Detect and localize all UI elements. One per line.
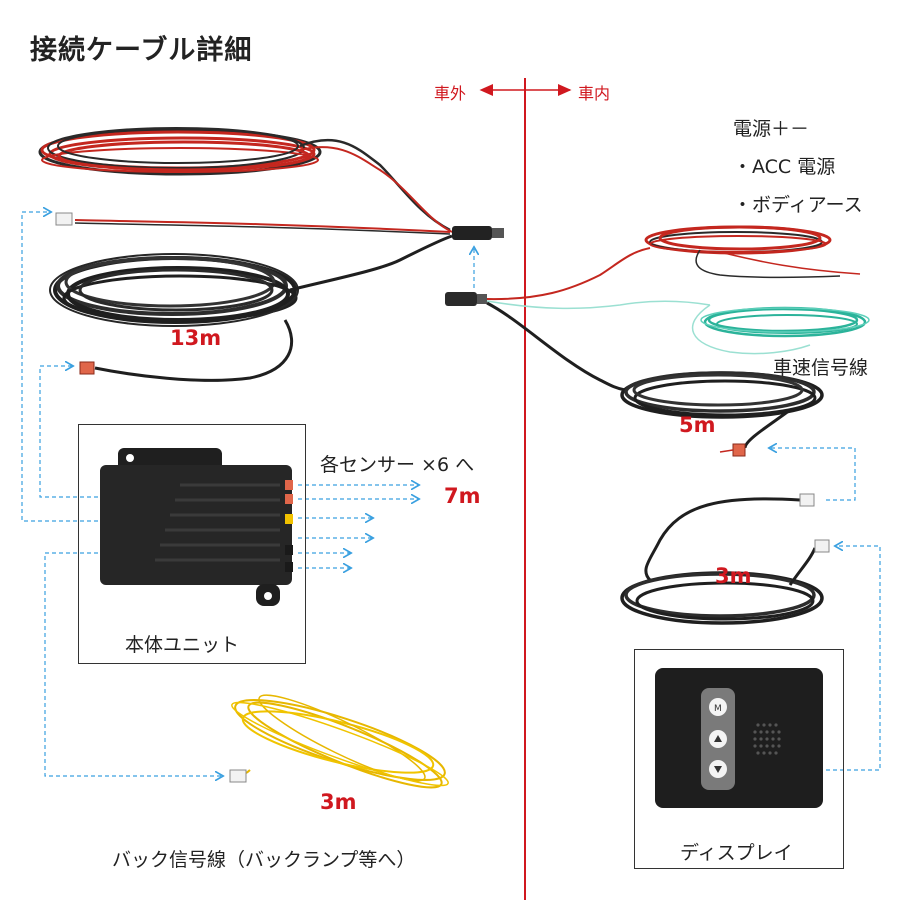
length-5m: 5m <box>679 413 716 437</box>
speed-signal-label: 車速信号線 <box>773 353 868 380</box>
main-unit-frame <box>78 424 306 664</box>
display-frame <box>634 649 844 869</box>
yellow-back-signal-coil <box>227 683 453 800</box>
power-acc-label: ・ACC 電源 <box>733 152 835 179</box>
black-3m-display-cable <box>622 499 822 623</box>
red-power-inside-coil <box>646 227 830 253</box>
display-label: ディスプレイ <box>680 838 793 865</box>
black-13m-cable-coil <box>50 254 298 326</box>
power-heading: 電源＋－ <box>733 114 809 141</box>
length-3m-display: 3m <box>715 564 752 588</box>
length-3m-back: 3m <box>320 790 357 814</box>
sensors-label: 各センサー ×6 へ <box>320 450 474 477</box>
teal-speed-signal-coil <box>701 308 869 336</box>
main-unit-label: 本体ユニット <box>125 630 239 657</box>
back-signal-label: バック信号線（バックランプ等へ） <box>112 845 415 872</box>
red-power-cable-coil <box>40 128 320 174</box>
length-13m: 13m <box>170 326 221 350</box>
power-body-earth-label: ・ボディアース <box>733 190 863 217</box>
length-7m: 7m <box>444 484 481 508</box>
